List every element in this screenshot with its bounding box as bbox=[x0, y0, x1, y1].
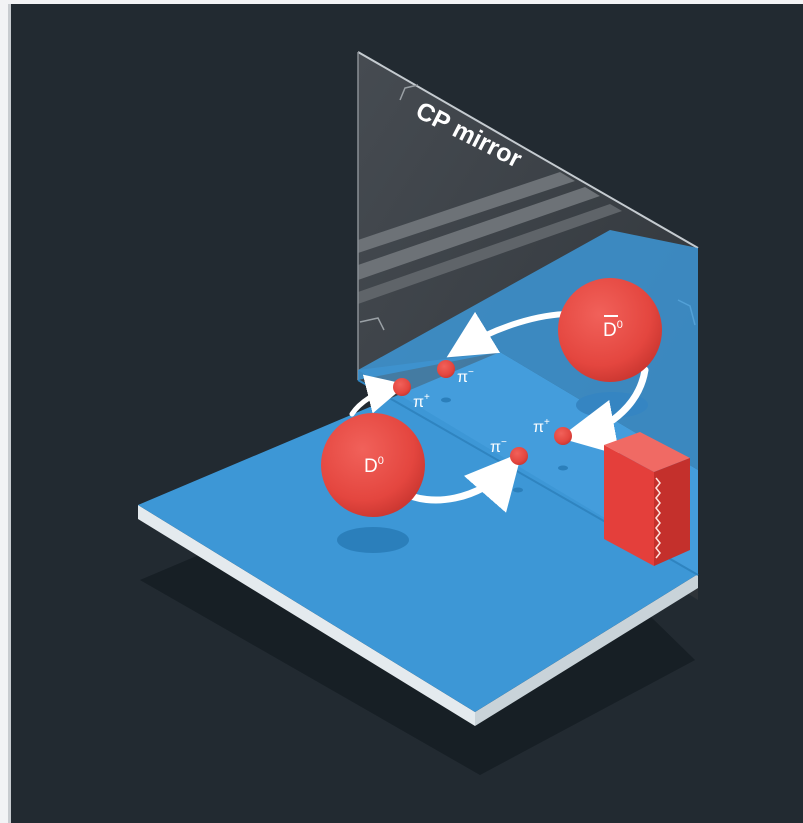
pion-shadow bbox=[558, 466, 568, 471]
pion-plus-particle bbox=[393, 378, 411, 396]
pion-minus-particle bbox=[510, 447, 528, 465]
pion-minus-particle bbox=[437, 360, 455, 378]
detector-block-icon bbox=[604, 432, 690, 566]
panel-left-border bbox=[8, 4, 11, 823]
d0-shadow bbox=[337, 527, 409, 553]
pion-shadow bbox=[441, 398, 451, 403]
pion-shadow bbox=[513, 488, 523, 493]
pion-plus-particle bbox=[554, 427, 572, 445]
